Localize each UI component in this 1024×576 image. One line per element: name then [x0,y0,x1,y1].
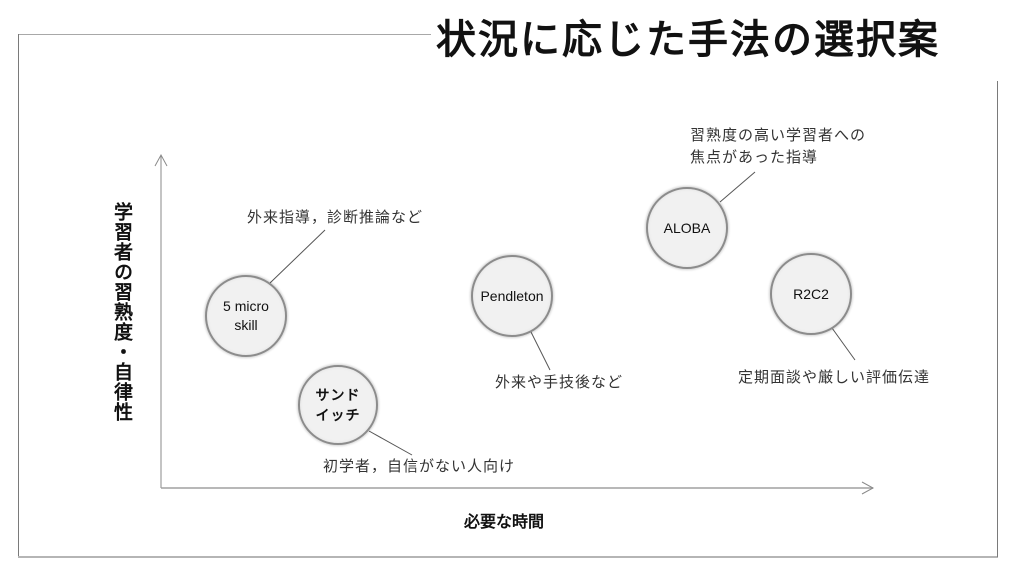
y-axis-arrowhead-icon [154,153,168,167]
method-note-aloba: 習熟度の高い学習者への 焦点があった指導 [690,126,867,166]
method-bubble-pendleton: Pendleton [471,255,553,337]
method-bubble-r2c2: R2C2 [770,253,852,335]
method-bubble-five-micro-skill: 5 micro skill [205,275,287,357]
leader-line-pendleton [529,329,551,371]
y-axis-label: 学習者の習熟度・自律性 [111,202,133,422]
frame-border-top [18,34,431,35]
method-note-sandwich: 初学者，自信がない人向け [323,457,516,475]
frame-border-bottom [18,556,998,558]
slide-title: 状況に応じた手法の選択案 [436,17,940,63]
frame-border-left [18,34,19,557]
method-note-pendleton: 外来や手技後など [495,373,624,391]
method-note-five-micro-skill: 外来指導，診断推論など [247,208,424,226]
method-bubble-aloba: ALOBA [646,187,728,269]
leader-line-five-micro-skill [269,229,326,284]
method-bubble-sandwich: サンド イッチ [298,365,378,445]
x-axis-label: 必要な時間 [464,512,545,531]
frame-border-right [997,81,998,557]
leader-line-sandwich [368,430,413,456]
leader-line-aloba [719,171,756,203]
x-axis-arrowhead-icon [861,481,875,495]
method-note-r2c2: 定期面談や厳しい評価伝達 [738,368,931,386]
leader-line-r2c2 [831,327,856,361]
